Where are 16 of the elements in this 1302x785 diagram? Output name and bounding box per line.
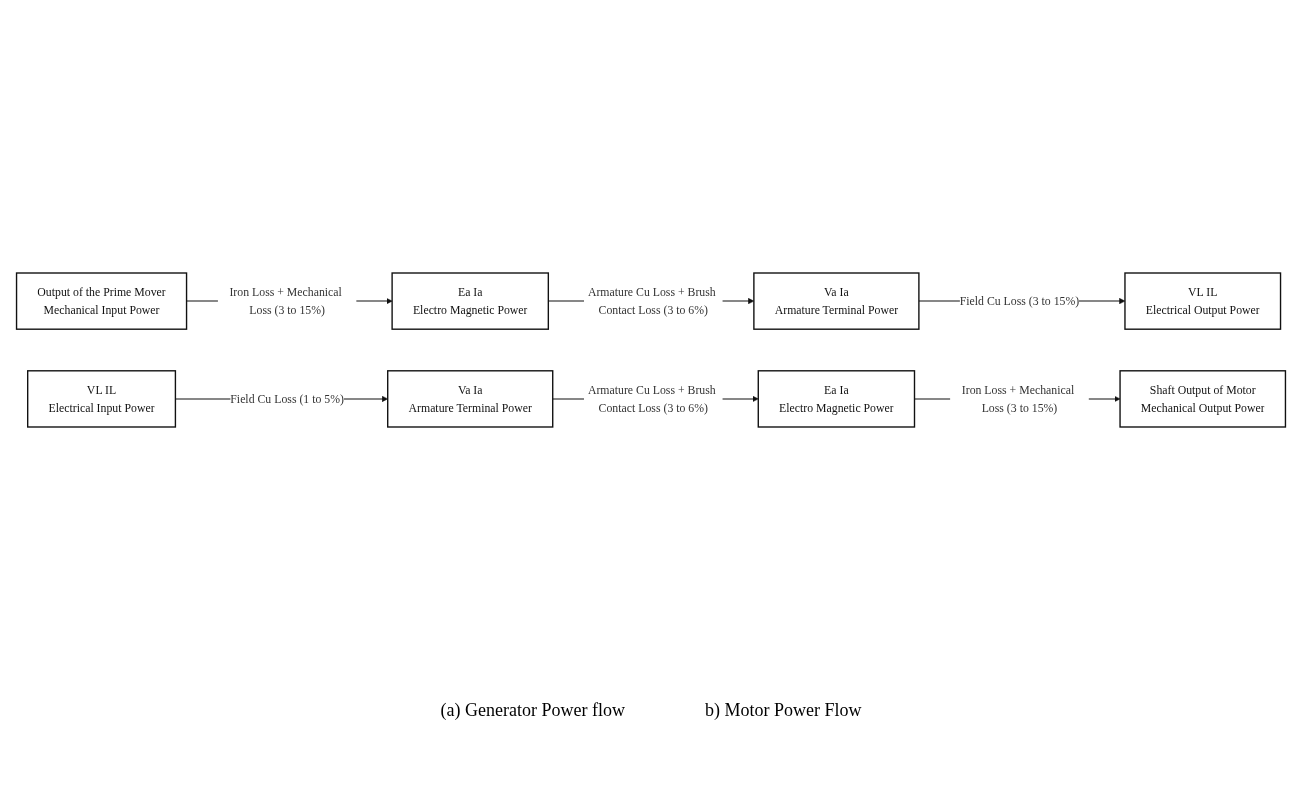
edge-label: Iron Loss + Mechanical Loss (3 to 15%): [229, 285, 342, 317]
node-box: Ea Ia Electro Magnetic Power: [391, 272, 550, 330]
edge-label: Iron Loss + Mechanical Loss (3 to 15%): [961, 383, 1075, 415]
caption-text: (a) Generator Power flow: [440, 700, 625, 721]
node-box: VL IL Electrical Input Power: [27, 370, 177, 428]
node-box: Output of the Prime Mover Mechanical Input Power: [15, 272, 188, 330]
node-box: Ea Ia Electro Magnetic Power: [757, 370, 916, 428]
edge-label: Field Cu Loss (3 to 15%): [959, 294, 1080, 308]
node-box: Va Ia Armature Terminal Power: [753, 272, 920, 330]
node-box: Shaft Output of Motor Mechanical Output Power: [1119, 370, 1287, 428]
node-box: VL IL Electrical Output Power: [1124, 272, 1282, 330]
edge-label: Armature Cu Loss + Brush Contact Loss (3 to 6%): [587, 383, 716, 415]
caption-text: b) Motor Power Flow: [704, 700, 862, 721]
edge-label: Field Cu Loss (1 to 5%): [230, 392, 344, 406]
node-box: Va Ia Armature Terminal Power: [387, 370, 554, 428]
edge-label: Armature Cu Loss + Brush Contact Loss (3 to 6%): [587, 285, 716, 317]
